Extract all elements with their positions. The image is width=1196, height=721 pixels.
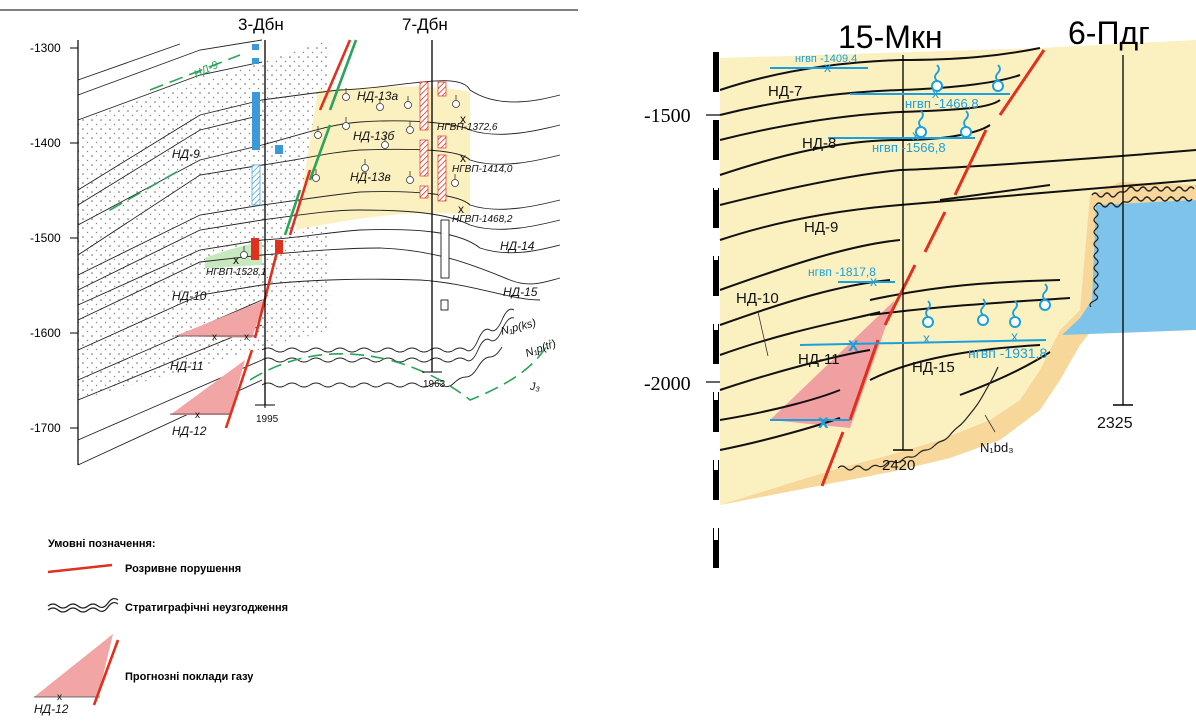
gwc-label: НГВП-1468,2 [452,214,513,225]
well-6pdg-label: 6-Пдг [1068,15,1150,51]
gwc-label: нгвп -1566,8 [872,140,946,155]
legend-unconformity-label: Стратиграфічні неузгодження [125,602,288,614]
left-tick-4: -1700 [30,421,61,435]
legend: Умовні позначення: Розривне порушення Ст… [34,538,288,716]
svg-text:x: x [824,59,831,75]
gas-wedge-nd11 [175,300,265,338]
left-tick-0: -1300 [30,41,61,55]
gwc-label: нгвп -1931,8 [968,345,1047,361]
well-7dbn-label: 7-Дбн [402,15,448,34]
legend-gas-label: Прогнозні поклади газу [125,671,254,683]
svg-text:x: x [848,335,859,356]
well-15mkn-depth: 2420 [882,457,915,474]
svg-text:x: x [1011,328,1018,344]
horizon-label: НД-10 [172,289,207,303]
left-tick-1: -1400 [30,136,61,150]
gwc-label: нгвп -1466,8 [905,96,979,111]
svg-text:x: x [460,112,466,126]
legend-gas-sample-label: НД-12 [34,702,69,716]
svg-text:x: x [818,412,829,433]
svg-text:x: x [57,692,62,703]
strata-label: N₁p(tr) [524,338,558,360]
legend-title: Умовні позначення: [48,538,156,550]
well-6pdg-depth: 2325 [1097,415,1133,432]
left-tick-2: -1500 [30,231,61,245]
right-cross-section: x x x x x x x x [644,15,1196,595]
svg-text:x: x [233,253,239,267]
horizon-label: НД-13а [357,89,398,103]
horizon-label: НД-13б [353,129,395,143]
gas-wedge-nd12 [170,360,245,415]
horizon-label: НД-8 [802,135,836,152]
strata-label: J₃ [529,381,541,393]
gas-wedge-nd11-right [770,300,895,428]
svg-text:x: x [923,330,930,346]
svg-text:x: x [932,85,939,101]
well-3dbn-label: 3-Дбн [238,15,284,34]
right-tick-1: -2000 [644,373,691,395]
unconformity-3 [261,346,503,388]
unconformity-1 [261,308,515,353]
left-tick-3: -1600 [30,326,61,340]
well-7dbn-depth: 1963 [423,379,446,390]
well-15mkn-label: 15-Мкн [838,19,943,55]
svg-text:x: x [195,410,200,421]
horizon-label: НД-10 [736,290,779,307]
legend-fault-label: Розривне порушення [125,563,241,575]
water-body [1062,200,1196,335]
horizon-label: НД-11 [798,351,840,368]
gwc-label: нгвп -1817,8 [808,265,876,279]
svg-text:x: x [460,151,466,165]
gwc-label: нгвп -1409,4 [795,53,857,65]
legend-fault-symbol [47,563,113,574]
horizon-label: НД-14 [500,239,535,253]
legend-unconformity-symbol [47,597,119,609]
horizon-label: НД-15 [912,359,955,376]
nd10-reservoir [205,242,262,268]
unconformity-2 [261,317,515,363]
gwc-label: НГВП-1528,1 [206,267,267,278]
well-3dbn-depth: 1995 [256,414,279,425]
gwc-label: НГВП-1372,6 [437,122,498,133]
svg-text:x: x [458,202,464,216]
horizon-label: НД-9 [172,147,200,161]
strata-label: N₁p(ks) [500,317,538,338]
horizon-label: НД-9 [804,219,838,236]
svg-text:x: x [212,332,217,343]
horizon-label: НД-15 [503,285,538,299]
horizon-label: НД-13в [350,170,391,184]
right-unconformity [837,366,999,471]
svg-text:x: x [244,332,249,343]
horizon-label: НД-7 [768,83,802,100]
dotted-sandstone [78,40,330,400]
gwc-label: НГВП-1414,0 [452,164,513,175]
right-tick-0: -1500 [644,105,691,127]
strata-label: N₁bd₃ [980,440,1014,455]
svg-text:x: x [912,127,919,143]
left-cross-section: x x x [0,9,578,466]
legend-gas-symbol [34,634,113,697]
horizon-label: НД-11 [170,359,204,373]
horizon-label: НД-12 [172,424,207,438]
svg-text:x: x [870,273,877,289]
